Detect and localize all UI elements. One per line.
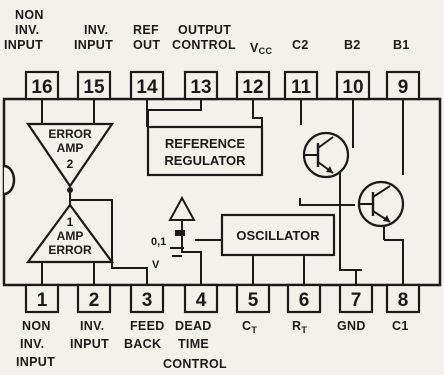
pin16-label-line1: NON <box>15 8 44 22</box>
pin11-label: C2 <box>292 38 309 52</box>
dead-time-offset-unit: V <box>152 259 160 271</box>
pin-10: 10 <box>335 70 371 101</box>
pin14-label-line1: REF <box>133 23 159 37</box>
pin12-label: VCC <box>250 41 272 56</box>
error-amp-1-line3: ERROR <box>48 243 92 257</box>
pin-9: 9 <box>385 70 421 101</box>
pin6-label: RT <box>292 319 307 335</box>
pin15-label-line1: INV. <box>84 23 108 37</box>
oscillator-label: OSCILLATOR <box>236 228 320 243</box>
ic-notch <box>3 164 16 196</box>
transistor-1-symbol <box>357 180 405 228</box>
pin-8-number: 8 <box>398 290 409 311</box>
pin2-label-line2: INPUT <box>70 337 109 351</box>
pin-8: 8 <box>385 283 421 314</box>
pin10-label: B2 <box>344 38 361 52</box>
pin1-label-line2: INV. <box>20 337 44 351</box>
pin-14-number: 14 <box>136 77 158 98</box>
dead-time-offset-value: 0,1 <box>151 236 166 248</box>
pin-2: 2 <box>76 283 112 314</box>
pin3-label-line1: FEED <box>130 319 165 333</box>
pin-13-number: 13 <box>190 77 211 98</box>
pin-2-number: 2 <box>89 290 100 311</box>
pin-9-number: 9 <box>398 77 409 98</box>
pin-6-number: 6 <box>299 290 310 311</box>
pin7-label: GND <box>337 319 366 333</box>
ic-body <box>2 97 442 287</box>
pin-11-number: 11 <box>291 77 312 98</box>
pin-3-number: 3 <box>142 290 153 311</box>
pin-16: 16 <box>24 70 60 101</box>
pin4-label-line3: CONTROL <box>163 357 227 371</box>
reference-regulator-line1: REFERENCE <box>165 136 246 151</box>
pin-3: 3 <box>129 283 165 314</box>
pin-13: 13 <box>183 70 219 101</box>
pin-1-number: 1 <box>37 290 48 311</box>
bottom-pin-labels: NON INV. INPUT INV. INPUT FEED BACK DEAD… <box>16 319 409 371</box>
pin-12: 12 <box>235 70 271 101</box>
pin2-label-line1: INV. <box>80 319 104 333</box>
pin5-label: CT <box>242 319 257 335</box>
pin-7: 7 <box>338 283 374 314</box>
error-amp-2-line1: ERROR <box>48 127 92 141</box>
pin1-label-line1: NON <box>22 319 51 333</box>
pin9-label: B1 <box>393 38 410 52</box>
pin-4: 4 <box>183 283 219 314</box>
reference-regulator-block: REFERENCE REGULATOR <box>146 125 264 177</box>
pin14-label-line2: OUT <box>133 38 160 52</box>
pin-4-number: 4 <box>196 290 207 311</box>
pin15-label-line2: INPUT <box>74 38 113 52</box>
pin-14: 14 <box>129 70 165 101</box>
pin-1: 1 <box>24 283 60 314</box>
pin-10-number: 10 <box>342 77 363 98</box>
pin1-label-line3: INPUT <box>16 355 55 369</box>
pin-11: 11 <box>283 70 319 101</box>
pin16-label-line2: INV. <box>15 23 39 37</box>
pin-7-number: 7 <box>351 290 362 311</box>
pin13-label-line2: CONTROL <box>172 38 236 52</box>
oscillator-block: OSCILLATOR <box>220 213 336 257</box>
pin4-label-line2: TIME <box>178 337 209 351</box>
error-amp-1: 1 AMP ERROR <box>25 203 115 264</box>
error-amp-1-line1: 1 <box>67 215 74 229</box>
pin13-label-line1: OUTPUT <box>178 23 231 37</box>
dead-time-comparator: 0,1 V <box>151 195 196 271</box>
bottom-pins: 1 2 3 4 5 6 7 8 <box>24 283 421 314</box>
pin-5: 5 <box>235 283 271 314</box>
error-amp-2-line2: AMP <box>57 141 84 155</box>
error-amp-2: ERROR AMP 2 <box>25 122 115 193</box>
error-amp-1-line2: AMP <box>57 229 84 243</box>
pin16-label-line3: INPUT <box>4 38 43 52</box>
pin-5-number: 5 <box>248 290 259 311</box>
pin-15: 15 <box>76 70 112 101</box>
reference-regulator-line2: REGULATOR <box>164 153 246 168</box>
pin-12-number: 12 <box>242 77 263 98</box>
pin-16-number: 16 <box>31 77 52 98</box>
top-pin-labels: NON INV. INPUT INV. INPUT REF OUT OUTPUT… <box>4 8 410 56</box>
pin4-label-line1: DEAD <box>175 319 212 333</box>
transistor-2-symbol <box>302 131 350 179</box>
error-amp-2-line3: 2 <box>67 157 74 171</box>
pin-6: 6 <box>286 283 322 314</box>
top-pins: 16 15 14 13 12 11 10 9 <box>24 70 421 101</box>
pin-15-number: 15 <box>83 77 105 98</box>
pin3-label-line2: BACK <box>124 337 161 351</box>
pin8-label: C1 <box>392 319 409 333</box>
